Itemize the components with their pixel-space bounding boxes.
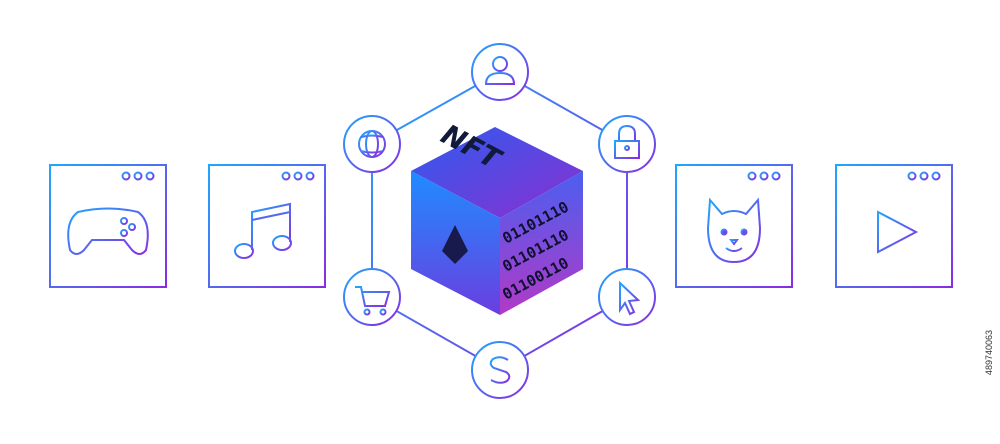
cat-face-icon [706, 197, 762, 264]
nft-cube: NFT 01101110 01101110 01100110 [411, 119, 583, 315]
ring-node-cart [343, 268, 401, 326]
cube-top-face [411, 127, 583, 218]
ring-node-dollar [471, 341, 529, 399]
music-note-icon [234, 202, 292, 259]
stock-image-id: 489740063 [984, 330, 994, 376]
ring-node-lock [598, 115, 656, 173]
cursor-icon [619, 280, 641, 316]
play-icon [877, 210, 919, 254]
dollar-icon [489, 352, 511, 388]
window-music [208, 164, 326, 288]
ring-node-cursor [598, 268, 656, 326]
lock-icon [614, 124, 640, 159]
window-play [835, 164, 953, 288]
ring-node-globe [343, 115, 401, 173]
window-cat [675, 164, 793, 288]
user-icon [484, 56, 516, 85]
window-game [49, 164, 167, 288]
ring-node-user [471, 43, 529, 101]
ethereum-icon [442, 225, 468, 264]
cube-right-face [500, 171, 583, 315]
globe-icon [358, 130, 386, 158]
cart-icon [355, 286, 391, 316]
gamepad-icon [67, 207, 149, 255]
